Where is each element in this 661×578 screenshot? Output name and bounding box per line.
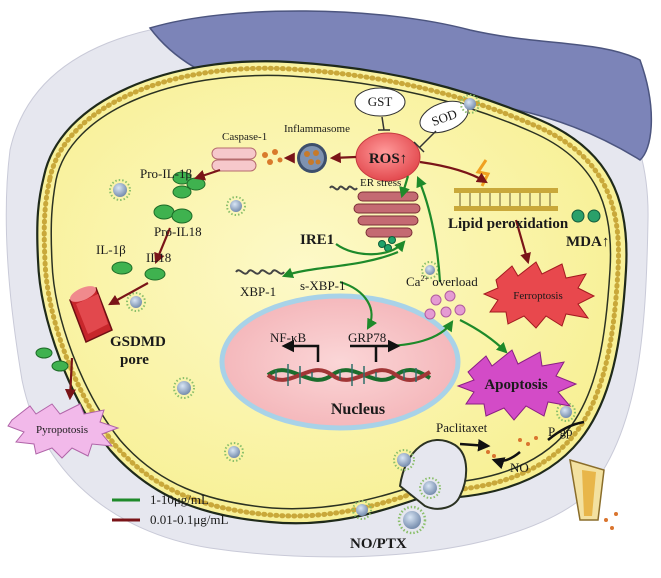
dna-helix	[266, 364, 432, 386]
grp78-label: GRP78	[348, 330, 386, 345]
il1b-cluster	[111, 261, 166, 281]
lipid-peroxidation-label: Lipid peroxidation	[448, 216, 569, 232]
gsdmd-pore-icon	[69, 286, 113, 344]
transcription-arrows	[281, 346, 585, 470]
pgp-channel-icon	[569, 458, 605, 521]
caspase1-label: Caspase-1	[222, 131, 267, 143]
nanoparticles	[109, 94, 576, 535]
ire1-dots	[378, 236, 396, 252]
gst-label: GST	[368, 94, 393, 109]
paclitaxel-label: Paclitaxet	[436, 420, 488, 435]
pro-il1b-label: Pro-IL-1β	[140, 166, 192, 181]
gst-inhibit-line	[378, 116, 390, 131]
er-coil	[329, 185, 358, 191]
gst-oval	[354, 87, 406, 117]
pyroptosis-label: Pyropotosis	[36, 424, 88, 436]
sxbp1-label: s-XBP-1	[300, 278, 346, 293]
xbp1-coil	[235, 269, 285, 275]
pgp-label: P-gp	[548, 424, 573, 439]
er-stress-icon	[353, 191, 421, 238]
er-stress-label: ER stress	[360, 177, 401, 189]
xbp1-label: XBP-1	[240, 284, 276, 299]
ferroptosis-burst	[482, 261, 596, 329]
sod-inhibit-line	[413, 130, 437, 153]
no-label: NO	[510, 460, 529, 475]
mda-dots	[571, 209, 601, 223]
il18-label: IL18	[146, 250, 171, 265]
released-cytokines	[35, 347, 69, 372]
legend-label-red: 0.01-0.1μg/mL	[150, 512, 229, 527]
caspase1-icon	[211, 147, 283, 172]
pyroptosis-burst	[7, 403, 120, 459]
overload-label: overload	[429, 274, 478, 289]
gsdmd-label: GSDMD	[110, 334, 166, 350]
no-ptx-label: NO/PTX	[350, 536, 407, 552]
ca-label: Ca	[406, 274, 421, 289]
il1b-label: IL-1β	[96, 242, 126, 257]
mda-label: MDA↑	[566, 234, 609, 250]
ca-overload-label: Ca2+ overload	[406, 274, 478, 289]
legend-label-green: 1-10μg/mL	[150, 492, 209, 507]
nucleus-label: Nucleus	[331, 401, 385, 418]
ros-label: ROS↑	[369, 151, 407, 167]
endocytic-invagination	[398, 439, 468, 510]
dark-red-pathways	[64, 152, 531, 401]
apoptosis-label: Apoptosis	[484, 377, 548, 393]
nfkb-label: NF-κB	[270, 330, 306, 345]
cell-membrane-inner	[50, 74, 612, 510]
membrane-dots	[41, 65, 621, 519]
ferroptosis-label: Ferroptosis	[513, 290, 563, 302]
ire1-label: IRE1	[300, 232, 334, 248]
inflammasome-icon	[297, 143, 327, 173]
pro-il1b-cluster	[153, 171, 206, 224]
inflammasome-label: Inflammasome	[284, 123, 350, 135]
pore-label: pore	[120, 352, 149, 368]
apoptosis-burst	[456, 349, 578, 421]
ca-superscript: 2+	[420, 274, 429, 283]
pro-il18-label: Pro-IL18	[154, 224, 202, 239]
nucleus	[219, 293, 461, 431]
calcium-cluster	[424, 290, 466, 320]
